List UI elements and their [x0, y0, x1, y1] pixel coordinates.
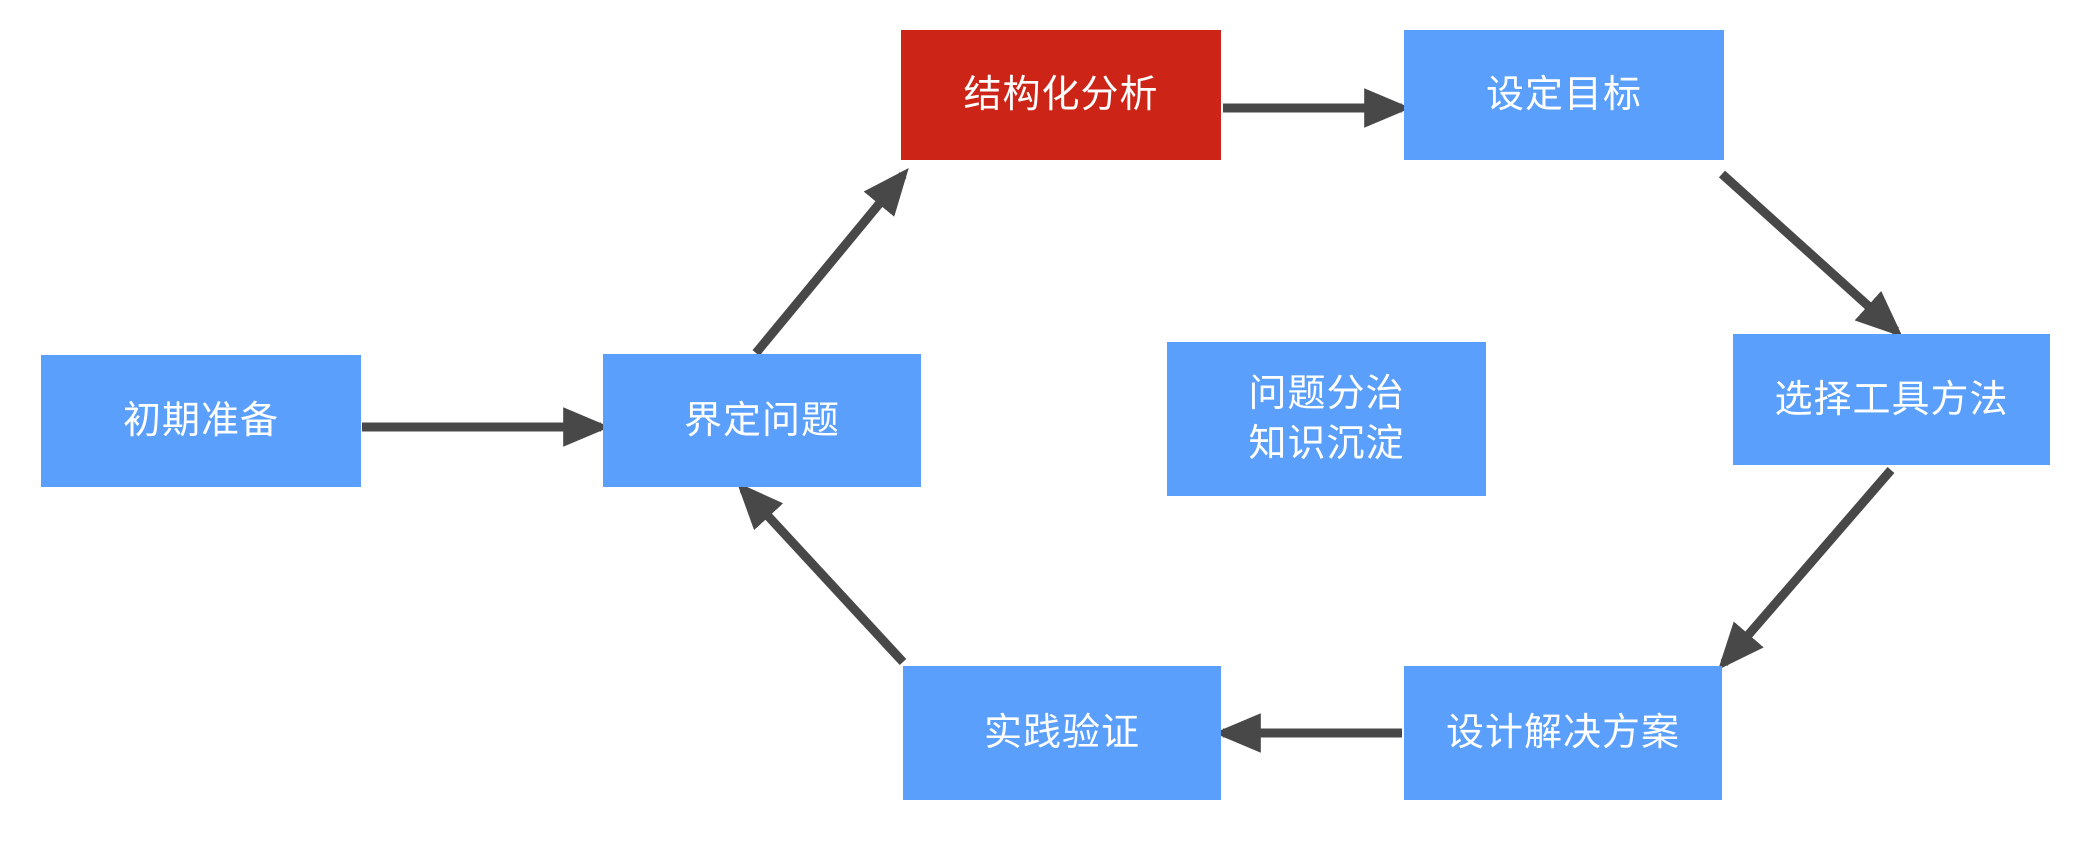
flow-node-prep[interactable]: 初期准备 — [41, 355, 361, 487]
flow-node-design[interactable]: 设计解决方案 — [1404, 666, 1722, 800]
flow-node-label-practice: 实践验证 — [983, 712, 1140, 754]
flow-edge-practice-to-define — [736, 482, 907, 666]
flow-node-label-design: 设计解决方案 — [1445, 712, 1680, 754]
flow-node-label-define: 界定问题 — [683, 399, 840, 442]
flow-node-label-prep: 初期准备 — [122, 400, 279, 442]
flow-node-structure[interactable]: 结构化分析 — [901, 30, 1221, 160]
flow-edge-goal-to-tools — [1718, 170, 1903, 338]
flow-edge-tools-to-design — [1718, 467, 1895, 670]
flow-node-label-tools: 选择工具方法 — [1774, 378, 2009, 421]
flow-edge-define-to-structure — [752, 168, 909, 356]
flow-node-goal[interactable]: 设定目标 — [1404, 30, 1724, 160]
flow-node-label-goal: 设定目标 — [1485, 74, 1642, 116]
flow-node-define[interactable]: 界定问题 — [603, 354, 921, 487]
flow-node-label-structure: 结构化分析 — [963, 74, 1159, 116]
flow-node-label-notes: 问题分治 知识沉淀 — [1248, 373, 1405, 465]
flow-node-notes[interactable]: 问题分治 知识沉淀 — [1167, 342, 1486, 496]
flowchart-edges — [362, 88, 1903, 753]
flow-node-tools[interactable]: 选择工具方法 — [1733, 334, 2050, 465]
flow-node-practice[interactable]: 实践验证 — [903, 666, 1221, 800]
